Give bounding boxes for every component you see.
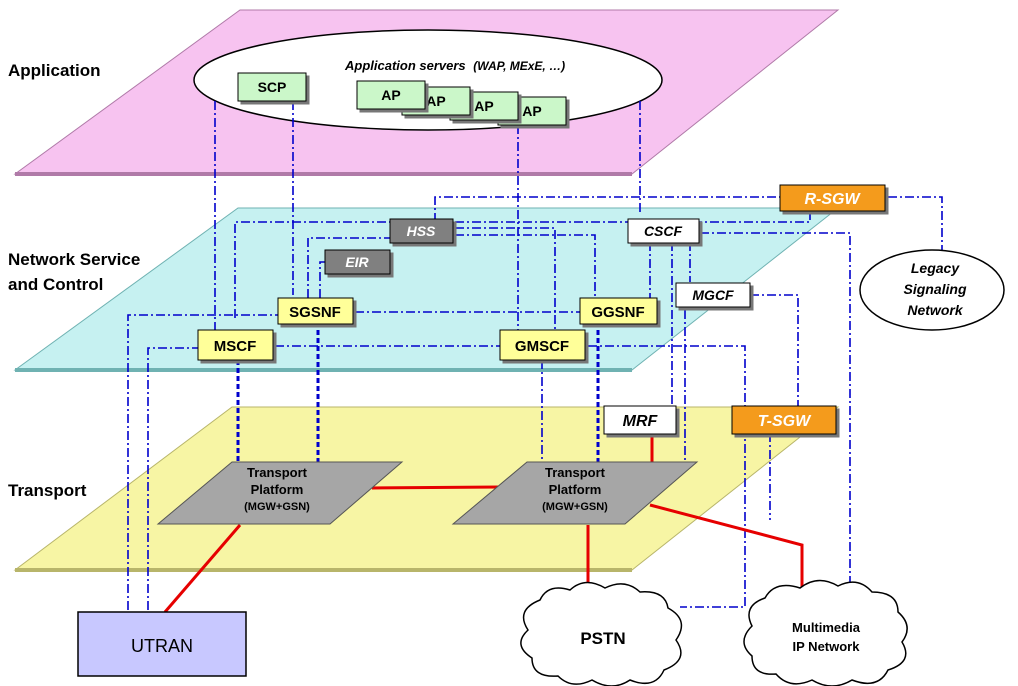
ggsnf-label: GGSNF	[591, 304, 644, 321]
signal-link-hss-ggsnf	[455, 234, 596, 298]
mscf-box[interactable]: MSCF	[197, 329, 274, 361]
ap-label-1: AP	[381, 87, 400, 103]
legacy-label-line3: Network	[907, 302, 963, 318]
sgsnf-box[interactable]: SGSNF	[277, 297, 354, 325]
multimedia-ip-cloud[interactable]: Multimedia IP Network	[743, 579, 908, 686]
utran-label: UTRAN	[131, 636, 193, 656]
application-layer-label: Application	[8, 61, 101, 80]
signal-link-utran-mscf	[147, 347, 198, 610]
transport-layer-label: Transport	[8, 481, 87, 500]
signal-link-rsgw-legacy	[888, 196, 943, 250]
pstn-cloud[interactable]: PSTN	[520, 581, 683, 686]
scp-label: SCP	[258, 79, 287, 95]
multimedia-label-line2: IP Network	[793, 639, 861, 654]
network-layer-label-line2: and Control	[8, 275, 103, 294]
eir-box[interactable]: EIR	[324, 249, 391, 275]
ggsnf-box[interactable]: GGSNF	[579, 297, 658, 325]
signal-link-mscf-hss	[234, 221, 390, 318]
eir-label: EIR	[345, 254, 369, 270]
signal-link-sgsnf-hss	[307, 237, 390, 298]
application-servers-examples: (WAP, MExE, …)	[473, 59, 565, 73]
signal-link-sgsnf-eir	[319, 261, 325, 298]
ap-label-4: AP	[522, 103, 541, 119]
platform-left-line2: Platform	[251, 482, 304, 497]
utran-box[interactable]: UTRAN	[77, 611, 247, 677]
platform-left-line1: Transport	[247, 465, 308, 480]
mgcf-box[interactable]: MGCF	[675, 282, 751, 308]
platform-left-line3: (MGW+GSN)	[244, 501, 310, 513]
cscf-box[interactable]: CSCF	[627, 218, 700, 244]
legacy-label-line1: Legacy	[911, 260, 960, 276]
network-layer-label-line1: Network Service	[8, 250, 140, 269]
bearer-link-utran	[163, 524, 242, 613]
signaling-links	[127, 101, 943, 610]
ap-box-1[interactable]: AP	[356, 80, 426, 110]
cscf-label: CSCF	[644, 223, 683, 239]
signal-link-utran-sgsnf	[127, 314, 278, 610]
platform-right-line2: Platform	[549, 482, 602, 497]
t-sgw-label: T-SGW	[758, 413, 812, 430]
pstn-label: PSTN	[580, 629, 625, 648]
bearer-link-platforms	[371, 485, 501, 490]
bearer-link-multimedia	[649, 503, 804, 592]
gmscf-box[interactable]: GMSCF	[499, 329, 586, 361]
mrf-label: MRF	[623, 413, 659, 430]
gmscf-label: GMSCF	[515, 338, 569, 355]
hss-label: HSS	[407, 223, 436, 239]
svg-text:Application servers (WAP,: Application servers (WAP, MExE, …)	[344, 58, 565, 73]
legacy-label-line2: Signaling	[904, 281, 967, 297]
mgcf-label: MGCF	[692, 287, 734, 303]
r-sgw-label: R-SGW	[804, 191, 861, 208]
platform-right-line1: Transport	[545, 465, 606, 480]
ap-label-2: AP	[426, 93, 445, 109]
scp-box[interactable]: SCP	[237, 72, 307, 102]
ap-label-3: AP	[474, 98, 493, 114]
signal-link-cscf-multimedia	[700, 232, 851, 583]
transport-platform-right[interactable]: Transport Platform (MGW+GSN)	[451, 461, 699, 525]
signal-link-gmscf-pstn	[588, 345, 746, 608]
t-sgw-box[interactable]: T-SGW	[731, 405, 837, 435]
mscf-label: MSCF	[214, 338, 257, 355]
signal-link-hss-cscf	[455, 210, 811, 223]
transport-platform-left[interactable]: Transport Platform (MGW+GSN)	[156, 461, 404, 525]
application-servers-label: Application servers	[344, 58, 466, 73]
sgsnf-label: SGSNF	[289, 304, 341, 321]
r-sgw-box[interactable]: R-SGW	[779, 184, 886, 212]
signal-link-hss-rsgw	[434, 196, 785, 222]
mrf-box[interactable]: MRF	[603, 405, 677, 435]
signal-link-mgcf-tsgw	[750, 294, 799, 420]
hss-box[interactable]: HSS	[389, 218, 454, 244]
control-to-transport-links	[236, 322, 600, 470]
platform-right-line3: (MGW+GSN)	[542, 501, 608, 513]
multimedia-label-line1: Multimedia	[792, 620, 861, 635]
legacy-signaling-network[interactable]: Legacy Signaling Network	[859, 249, 1005, 331]
